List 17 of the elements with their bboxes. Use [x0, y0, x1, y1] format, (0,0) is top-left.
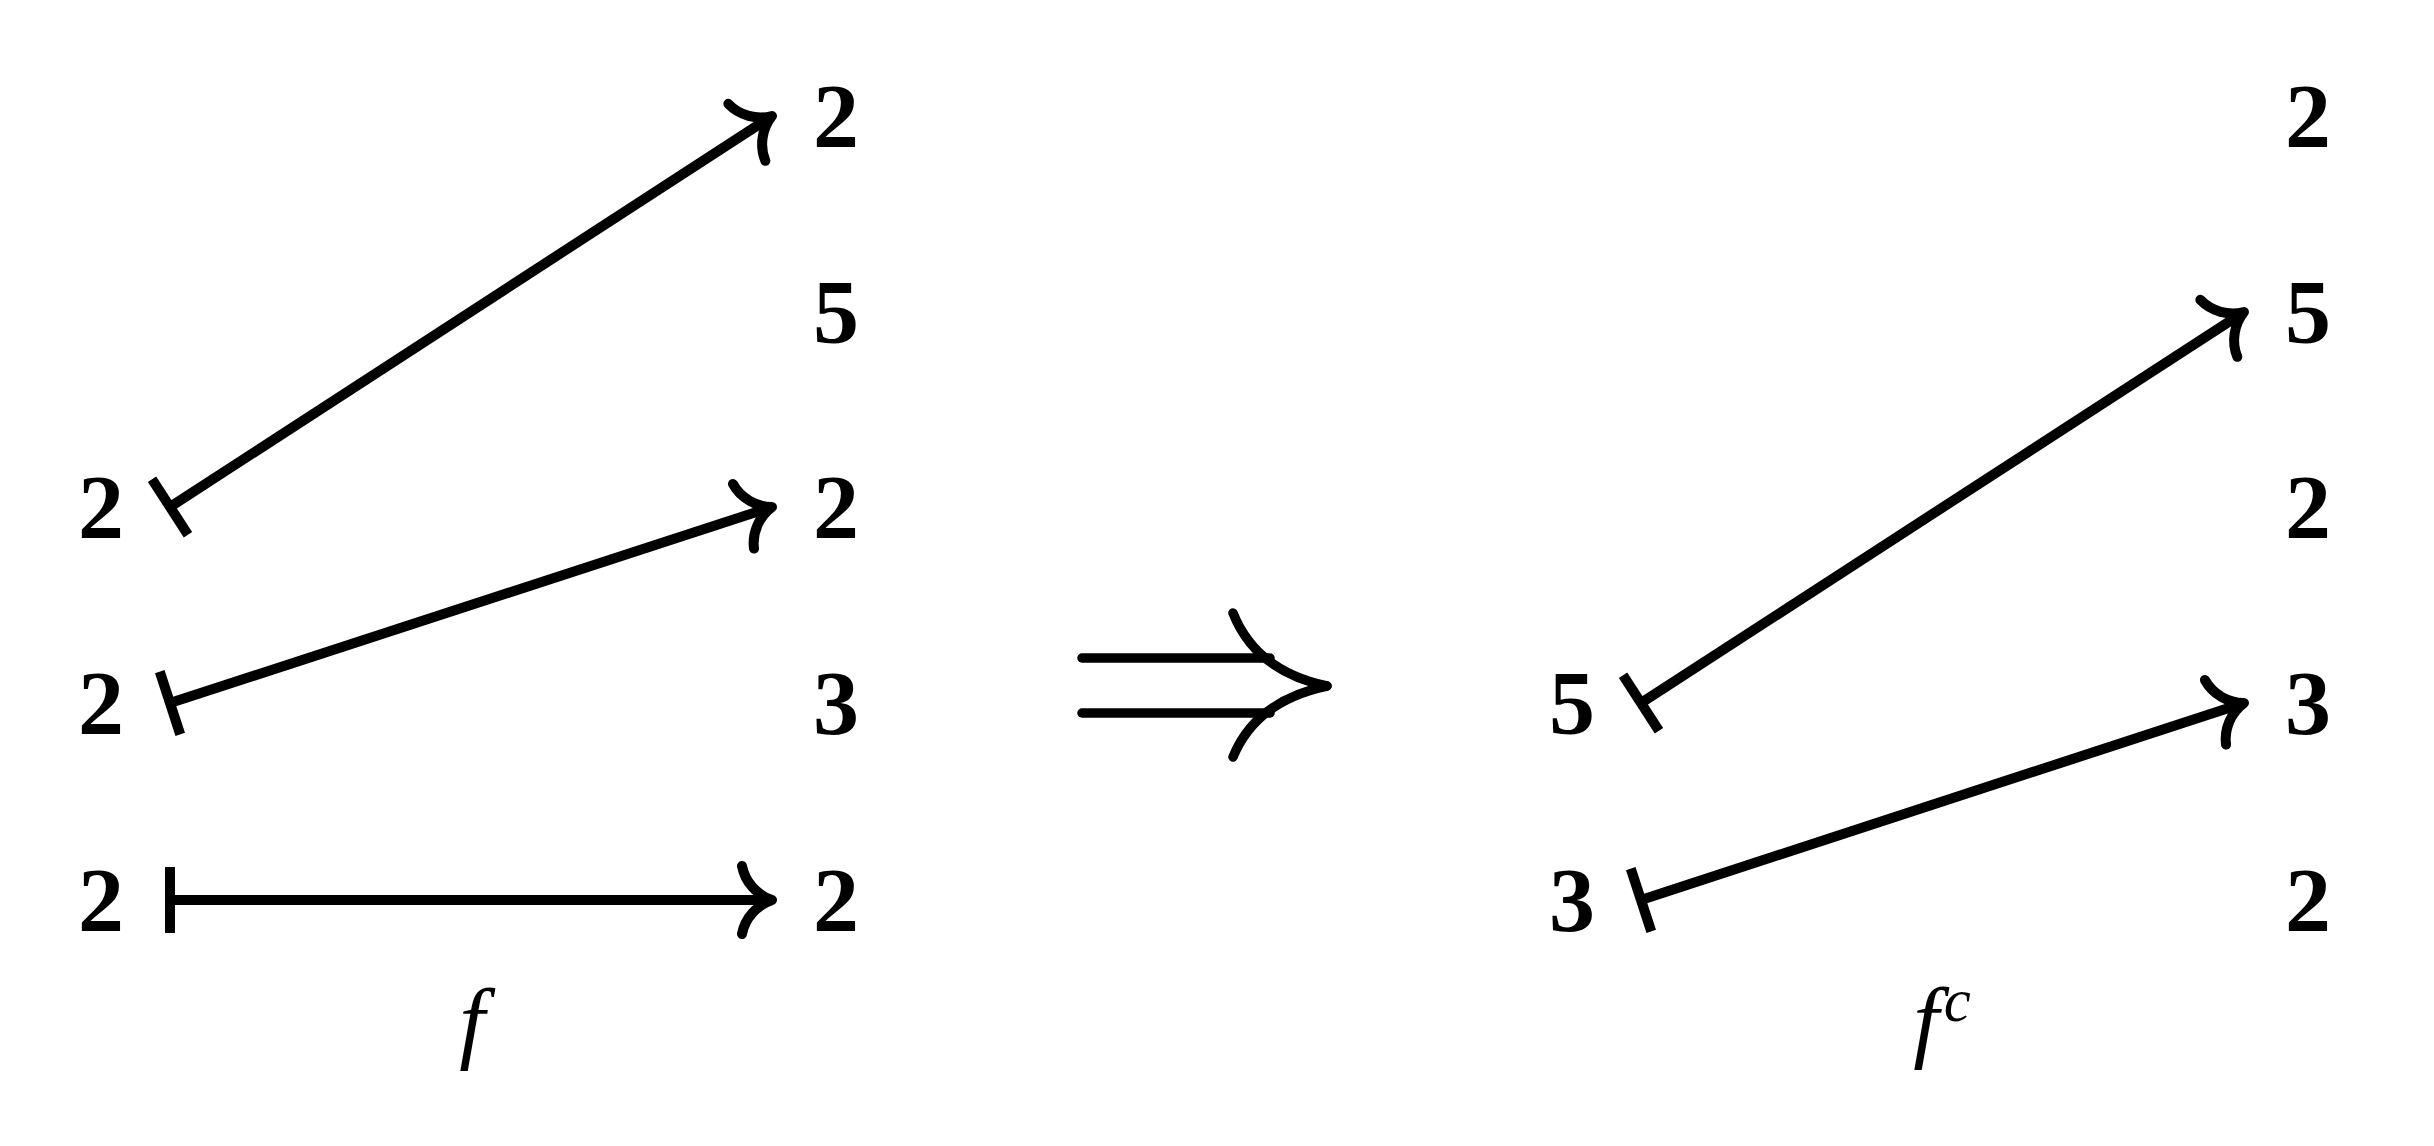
number: 2 [813, 81, 859, 151]
number: 3 [1549, 865, 1595, 935]
number: 2 [813, 865, 859, 935]
number: 5 [1549, 668, 1595, 738]
function-label: f$^{c}$ [1912, 968, 1972, 1073]
number: 3 [813, 668, 859, 738]
number: 3 [2285, 668, 2331, 738]
number: 5 [2285, 277, 2331, 347]
number: 2 [813, 472, 859, 542]
number: 2 [2285, 81, 2331, 151]
number: 5 [813, 277, 859, 347]
function-label: f [444, 969, 498, 1077]
number: 2 [78, 472, 124, 542]
number: 2 [2285, 865, 2331, 935]
number: 2 [78, 668, 124, 738]
number: 2 [2285, 472, 2331, 542]
number: 2 [78, 865, 124, 935]
